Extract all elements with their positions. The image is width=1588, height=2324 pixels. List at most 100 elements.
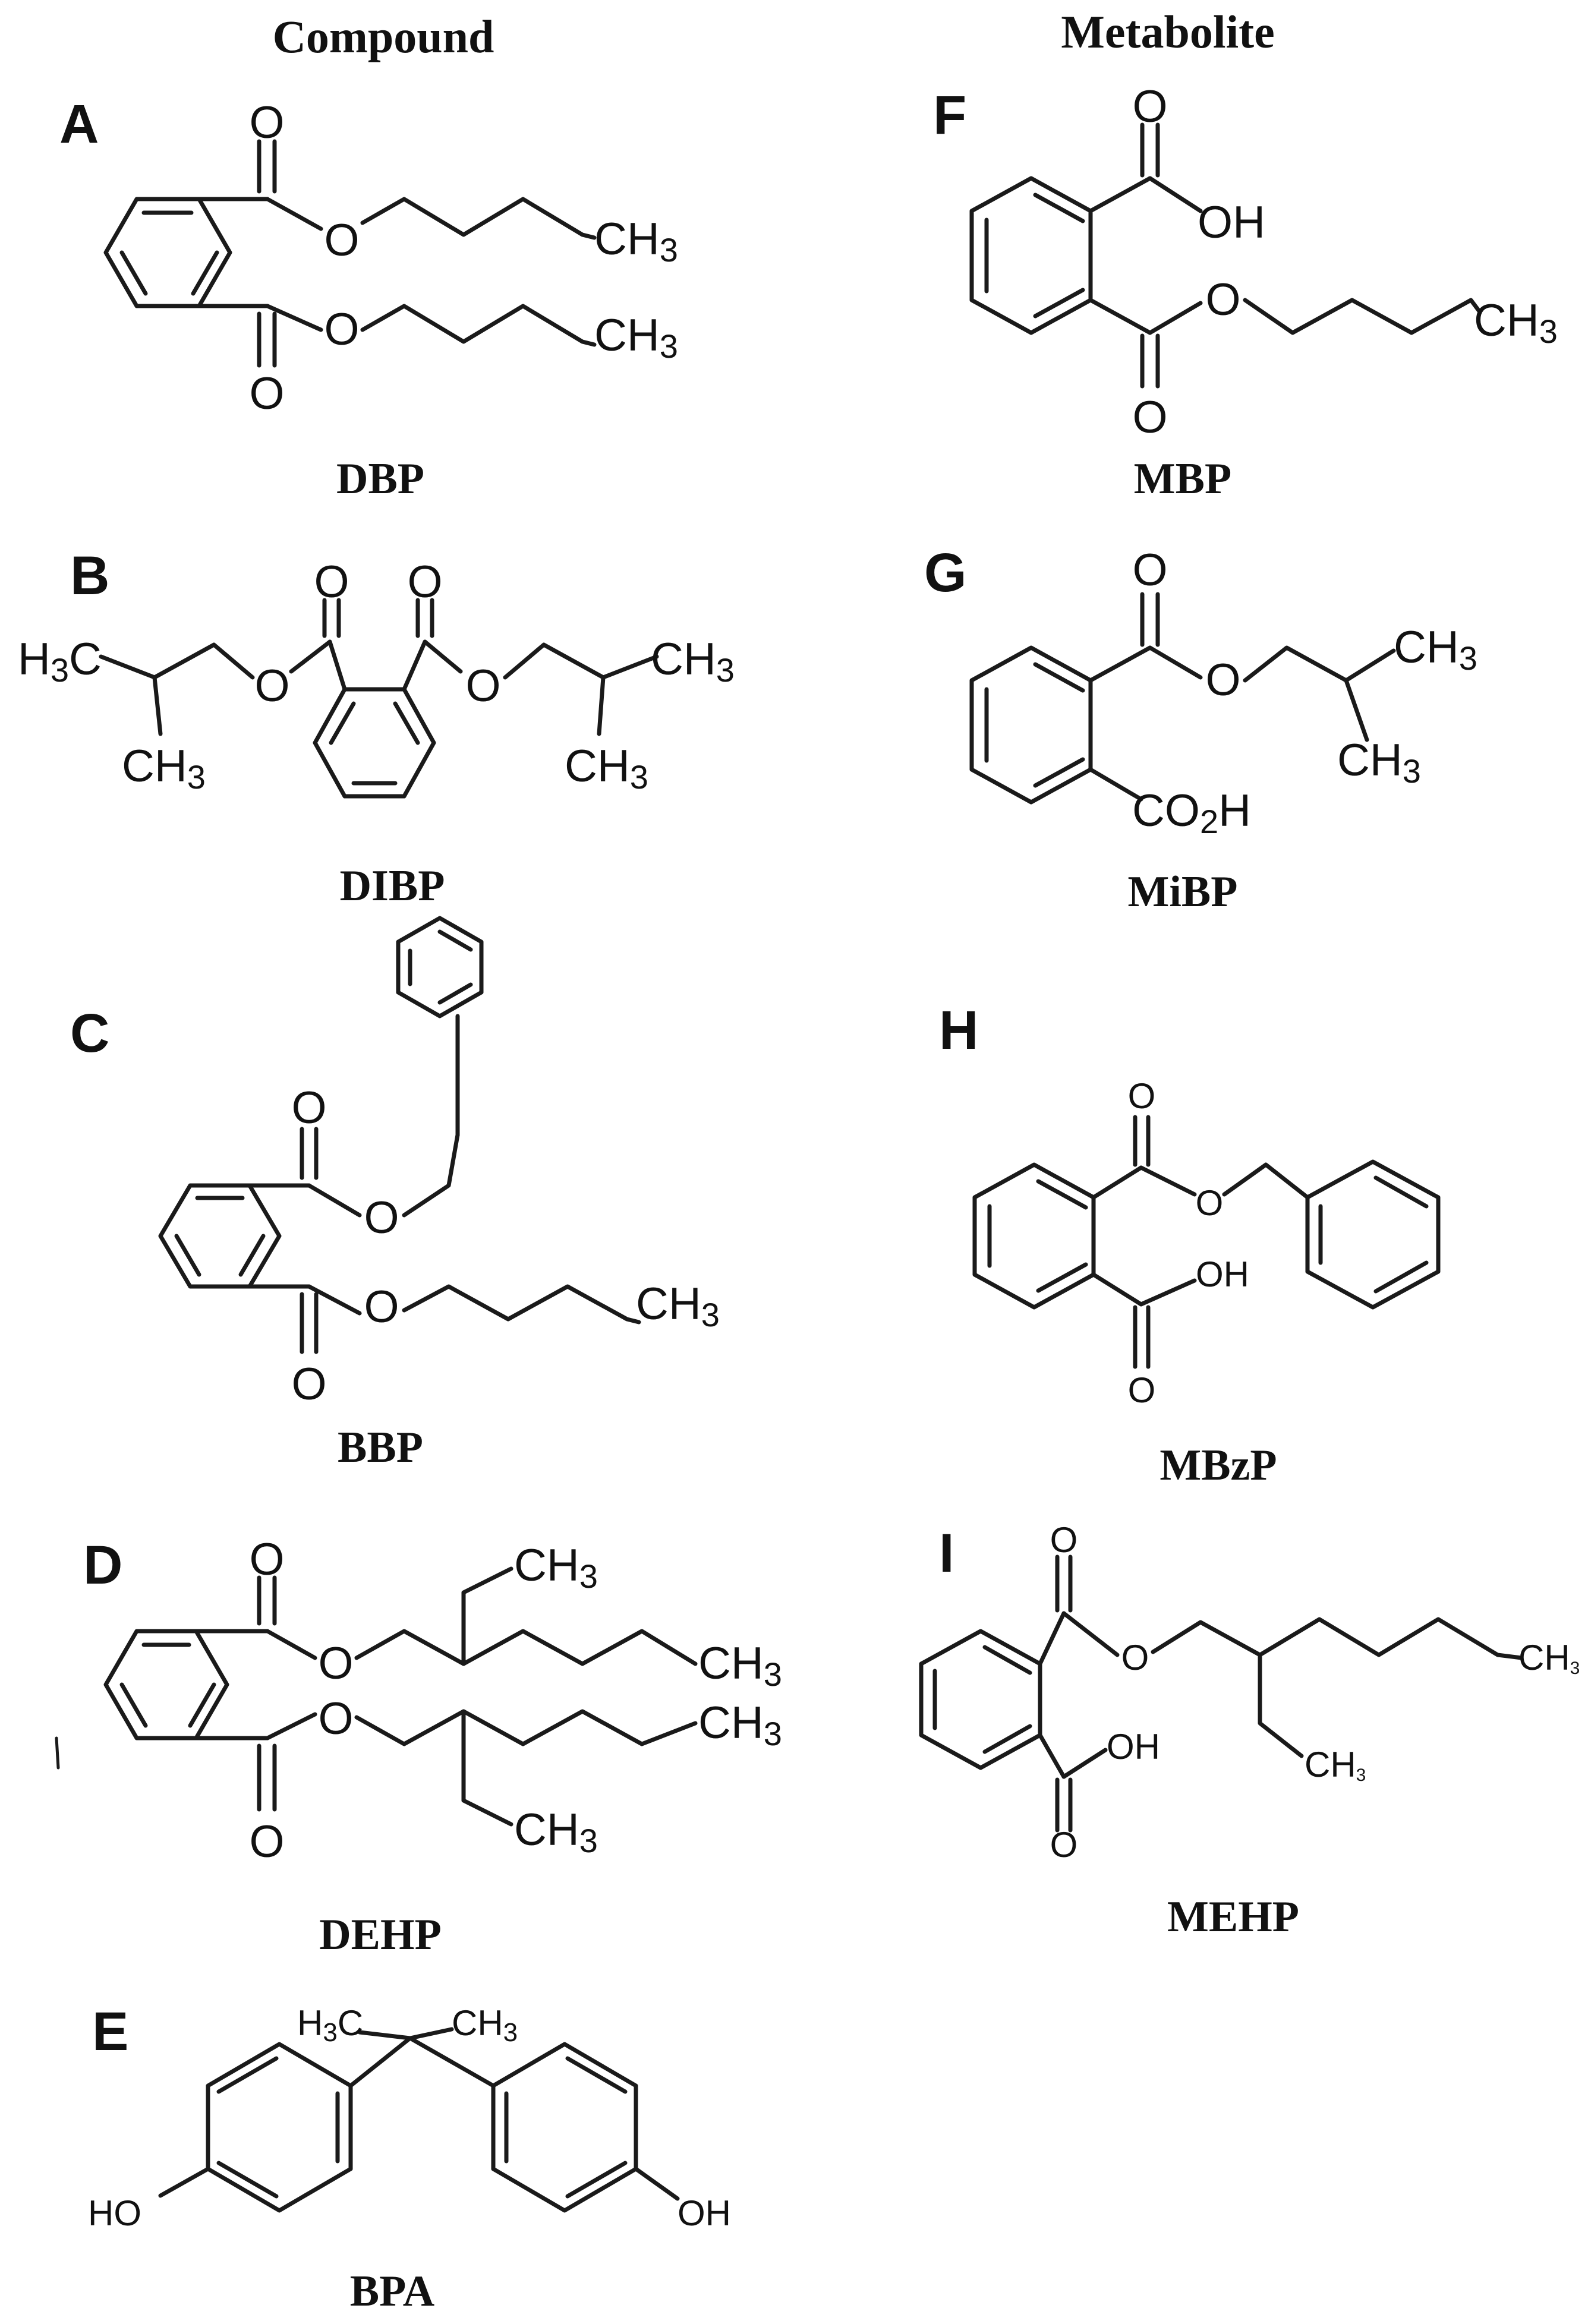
svg-text:CH3: CH3 xyxy=(1394,622,1477,677)
benzene-ring xyxy=(103,197,232,308)
name-dbp: DBP xyxy=(336,455,424,503)
name-mehp: MEHP xyxy=(1167,1893,1299,1941)
structure-mbzp: O O OH O xyxy=(972,1076,1441,1410)
panel-g: G O O CH3 CH3 CO2H MiBP xyxy=(924,543,1477,916)
phenol-ring-right xyxy=(491,2042,638,2213)
svg-text:CH3: CH3 xyxy=(1474,295,1558,350)
svg-text:O: O xyxy=(291,1083,326,1133)
svg-text:O: O xyxy=(364,1282,399,1332)
benzene-ring xyxy=(103,1629,229,1740)
svg-text:O: O xyxy=(324,304,359,355)
panel-h: H O O OH O MBzP xyxy=(939,1000,1441,1490)
svg-text:CH3: CH3 xyxy=(651,634,735,689)
structure-mibp: O O CH3 CH3 CO2H xyxy=(969,545,1477,840)
svg-text:CH3: CH3 xyxy=(565,741,648,796)
svg-text:CH3: CH3 xyxy=(594,214,678,269)
svg-text:CH3: CH3 xyxy=(452,2003,518,2047)
svg-text:O: O xyxy=(1132,81,1167,132)
structure-bpa: H3C CH3 HO OH xyxy=(88,2003,731,2233)
svg-text:OH: OH xyxy=(678,2193,731,2233)
svg-text:O: O xyxy=(1128,1076,1156,1116)
svg-text:O: O xyxy=(254,661,289,711)
svg-text:CH3: CH3 xyxy=(514,1540,598,1595)
structure-dehp: O O CH3 CH3 O CH3 CH3 O xyxy=(55,1534,782,1867)
svg-text:O: O xyxy=(1050,1825,1078,1865)
panel-b: B O O O O H3C CH3 CH3 CH3 xyxy=(18,545,735,910)
svg-text:O: O xyxy=(249,1817,284,1867)
svg-text:O: O xyxy=(1205,655,1240,705)
benzene-ring xyxy=(969,176,1093,335)
svg-text:H3C: H3C xyxy=(18,634,102,689)
name-mbzp: MBzP xyxy=(1160,1441,1277,1490)
panel-f: F O OH O CH3 O MBP xyxy=(933,81,1558,503)
svg-text:O: O xyxy=(1050,1520,1078,1560)
phenol-ring-left xyxy=(206,2042,353,2213)
structure-bbp: O O O CH3 O xyxy=(158,916,720,1409)
svg-text:CH3: CH3 xyxy=(1337,735,1421,790)
svg-text:O: O xyxy=(1121,1638,1149,1677)
panel-letter-d: D xyxy=(83,1535,122,1595)
svg-text:O: O xyxy=(318,1638,353,1689)
svg-text:O: O xyxy=(249,1534,284,1585)
benzene-ring xyxy=(972,1162,1096,1310)
panel-letter-c: C xyxy=(70,1003,109,1064)
svg-text:OH: OH xyxy=(1198,197,1265,248)
name-dibp: DIBP xyxy=(340,862,445,910)
name-bbp: BBP xyxy=(338,1423,423,1472)
svg-text:O: O xyxy=(364,1193,399,1243)
phenyl-ring xyxy=(1305,1159,1441,1310)
svg-text:CH3: CH3 xyxy=(122,741,206,796)
structure-dbp: O O CH3 O CH3 O xyxy=(103,97,678,419)
svg-text:O: O xyxy=(324,215,359,266)
panel-a: A O O CH3 O CH3 O DBP xyxy=(59,94,678,503)
panel-e: E H3C CH3 HO OH BPA xyxy=(88,2001,731,2316)
name-mbp: MBP xyxy=(1134,455,1231,503)
svg-text:OH: OH xyxy=(1107,1727,1160,1767)
svg-text:O: O xyxy=(1132,392,1167,443)
svg-text:HO: HO xyxy=(88,2193,141,2233)
svg-text:O: O xyxy=(314,557,349,607)
structure-mbp: O OH O CH3 O xyxy=(969,81,1558,443)
panel-letter-e: E xyxy=(92,2001,128,2062)
panel-letter-f: F xyxy=(933,85,966,146)
panel-i: I O O CH3 CH3 OH O MEHP xyxy=(919,1520,1580,1941)
benzene-ring xyxy=(919,1629,1042,1770)
svg-text:CH3: CH3 xyxy=(514,1805,598,1859)
heading-metabolite: Metabolite xyxy=(1061,6,1275,58)
svg-text:O: O xyxy=(1132,545,1167,595)
svg-text:CH3: CH3 xyxy=(698,1638,782,1693)
svg-text:O: O xyxy=(1205,275,1240,325)
structure-dibp: O O O O H3C CH3 CH3 CH3 xyxy=(18,557,735,799)
svg-text:O: O xyxy=(407,557,442,607)
svg-text:H3C: H3C xyxy=(297,2003,363,2047)
name-mibp: MiBP xyxy=(1128,868,1238,916)
name-dehp: DEHP xyxy=(319,1910,442,1959)
panel-c: C O O O CH3 O BBP xyxy=(70,916,720,1472)
phenyl-ring xyxy=(396,916,484,1018)
svg-text:O: O xyxy=(249,97,284,148)
name-bpa: BPA xyxy=(350,2267,435,2316)
panel-letter-g: G xyxy=(924,543,967,603)
svg-text:CH3: CH3 xyxy=(1305,1745,1366,1785)
panel-letter-i: I xyxy=(939,1523,954,1584)
svg-text:CH3: CH3 xyxy=(698,1698,782,1752)
svg-text:CH3: CH3 xyxy=(594,310,678,365)
panel-letter-a: A xyxy=(59,94,99,154)
svg-text:O: O xyxy=(1128,1370,1156,1410)
benzene-ring xyxy=(969,645,1093,805)
panel-letter-b: B xyxy=(70,545,109,606)
heading-compound: Compound xyxy=(273,11,494,62)
svg-text:CO2H: CO2H xyxy=(1132,786,1251,840)
svg-text:OH: OH xyxy=(1196,1254,1249,1294)
svg-text:O: O xyxy=(465,661,500,711)
svg-text:CH3: CH3 xyxy=(1518,1638,1580,1678)
svg-text:O: O xyxy=(249,368,284,419)
structure-mehp: O O CH3 CH3 OH O xyxy=(919,1520,1580,1865)
svg-text:O: O xyxy=(1196,1183,1224,1223)
svg-text:O: O xyxy=(291,1359,326,1409)
svg-text:O: O xyxy=(318,1694,353,1744)
svg-text:CH3: CH3 xyxy=(636,1279,720,1333)
panel-d: D O O CH3 CH3 O CH3 CH3 O xyxy=(55,1534,782,1959)
panel-letter-h: H xyxy=(939,1000,978,1061)
